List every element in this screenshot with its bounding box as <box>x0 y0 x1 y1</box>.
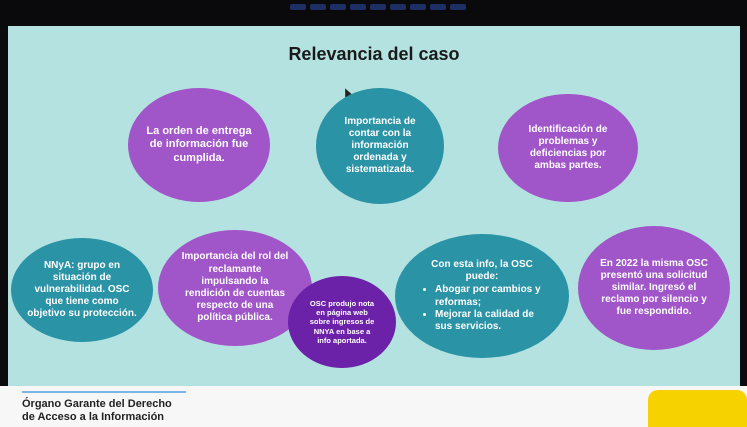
indicator <box>410 4 426 10</box>
bubble-osc-nota: OSC produjo nota en página web sobre ing… <box>288 276 396 368</box>
indicator <box>370 4 386 10</box>
osc-puede-list: Abogar por cambios y reformas; Mejorar l… <box>419 284 545 333</box>
bubble-rol-reclamante: Importancia del rol del reclamante impul… <box>158 230 312 346</box>
bubble-identificacion-problemas: Identificación de problemas y deficienci… <box>498 94 638 202</box>
presentation-slide: Relevancia del caso La orden de entrega … <box>8 26 740 386</box>
slide-footer: Órgano Garante del Derecho de Acceso a l… <box>0 386 747 427</box>
bubble-nnya-vulnerabilidad: NNyA: grupo en situación de vulnerabilid… <box>11 238 153 342</box>
indicator <box>310 4 326 10</box>
top-indicators <box>290 4 466 10</box>
osc-puede-content: Con esta info, la OSC puede: Abogar por … <box>419 259 545 333</box>
bubble-solicitud-2022: En 2022 la misma OSC presentó una solici… <box>578 226 730 350</box>
indicator <box>390 4 406 10</box>
slide-title: Relevancia del caso <box>288 44 460 64</box>
bubble-importancia-info: Importancia de contar con la información… <box>316 88 444 204</box>
footer-divider <box>22 391 186 393</box>
list-item: Abogar por cambios y reformas; <box>435 284 545 308</box>
footer-org-line2: de Acceso a la Información <box>22 411 165 423</box>
ba-logo-icon <box>648 390 747 427</box>
list-item: Mejorar la calidad de sus servicios. <box>435 309 545 333</box>
footer-org-line1: Órgano Garante del Derecho <box>22 398 172 410</box>
indicator <box>450 4 466 10</box>
indicator <box>330 4 346 10</box>
bubble-osc-puede: Con esta info, la OSC puede: Abogar por … <box>395 234 569 358</box>
video-top-bar <box>0 0 747 26</box>
indicator <box>430 4 446 10</box>
bubble-orden-entrega: La orden de entrega de información fue c… <box>128 88 270 202</box>
indicator <box>290 4 306 10</box>
indicator <box>350 4 366 10</box>
